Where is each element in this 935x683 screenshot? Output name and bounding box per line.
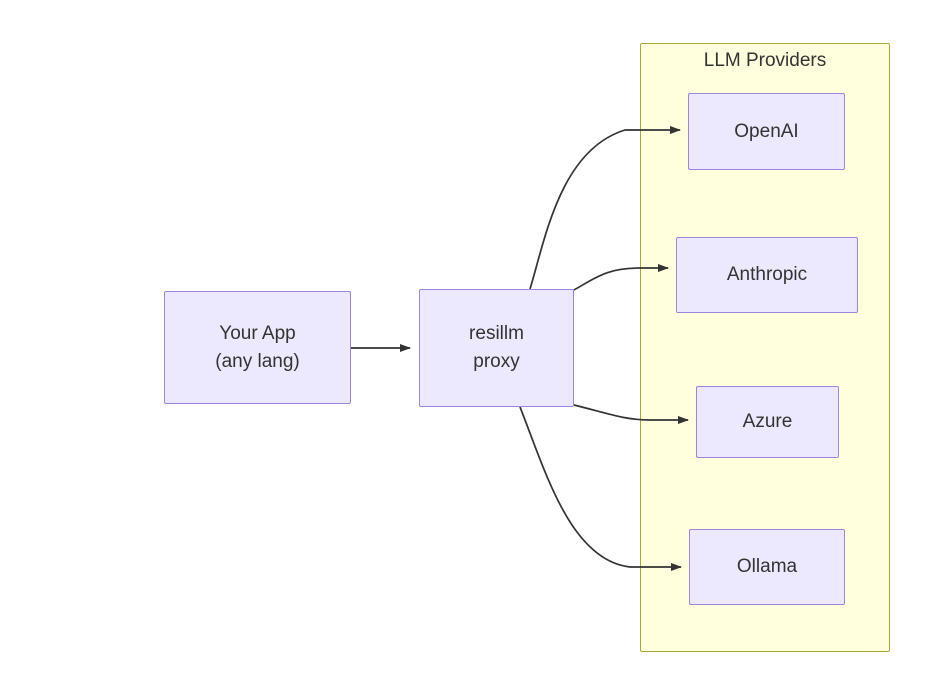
node-your-app[interactable]: Your App (any lang): [164, 291, 351, 404]
node-proxy[interactable]: resillm proxy: [419, 289, 574, 407]
node-label-your-app: Your App (any lang): [215, 322, 300, 372]
cluster-title-llm-providers: LLM Providers: [703, 50, 827, 71]
node-azure[interactable]: Azure: [696, 386, 839, 458]
node-openai[interactable]: OpenAI: [688, 93, 845, 170]
node-anthropic[interactable]: Anthropic: [676, 237, 858, 313]
node-ollama[interactable]: Ollama: [689, 529, 845, 605]
node-label-openai: OpenAI: [734, 120, 799, 142]
node-label-ollama: Ollama: [736, 556, 798, 577]
node-label-anthropic: Anthropic: [726, 264, 808, 285]
node-label-proxy: resillm proxy: [469, 323, 524, 372]
node-label-azure: Azure: [742, 411, 793, 432]
